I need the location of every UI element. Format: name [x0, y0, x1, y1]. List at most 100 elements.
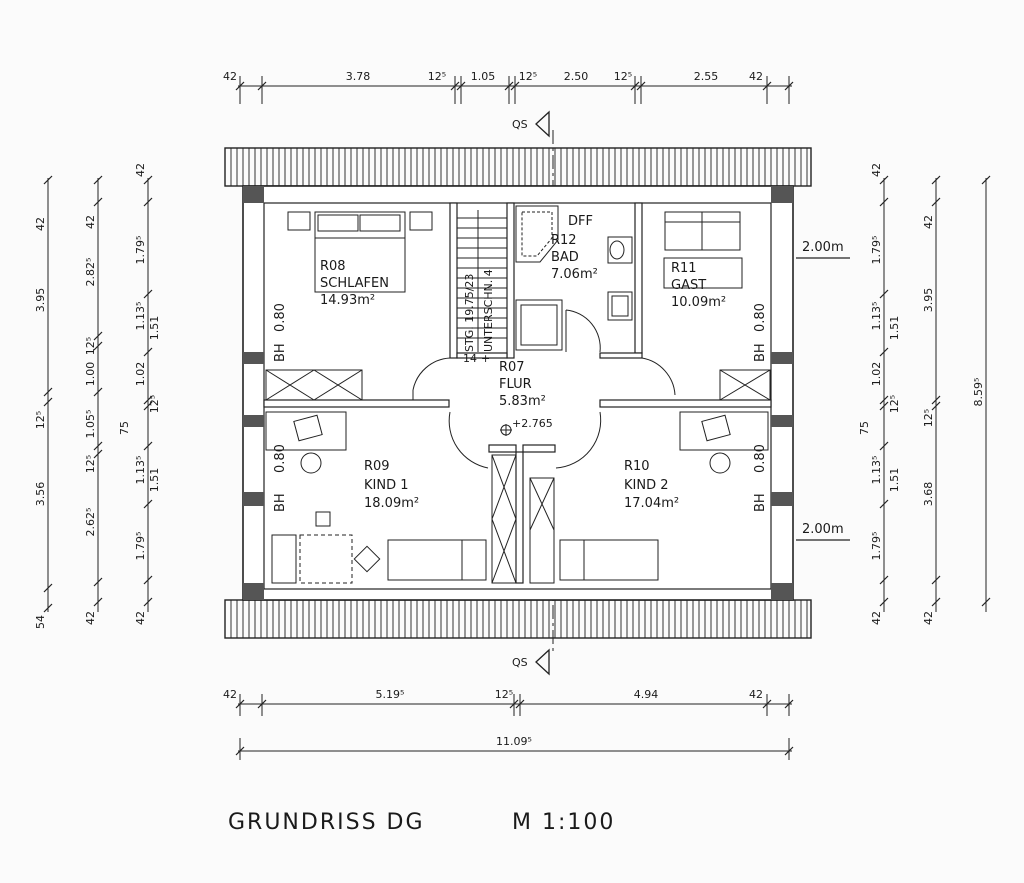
top-dim-5: 12⁵ — [519, 70, 537, 83]
drawing-title: GRUNDRISS DG — [228, 810, 425, 835]
drawing-scale: M 1:100 — [512, 810, 615, 835]
left-mid-5: 1.05⁵ — [84, 410, 97, 439]
room-r07-id: R07 — [499, 360, 525, 375]
bottom-dim-5: 42 — [749, 688, 763, 701]
right-inner-4: 1.51 — [888, 316, 901, 341]
top-dim-7: 12⁵ — [614, 70, 632, 83]
desk-r10-icon — [679, 411, 769, 451]
right-inner-8: 1.13⁵ — [870, 456, 883, 485]
top-dim-4: 1.05 — [471, 70, 496, 83]
room-r10-id: R10 — [624, 459, 650, 474]
left-inner-3: 1.13⁵ — [134, 302, 147, 331]
right-inner-2: 1.79⁵ — [870, 236, 883, 265]
top-dimension-chain: 42 3.78 12⁵ 1.05 12⁵ 2.50 12⁵ 2.55 42 — [223, 70, 794, 104]
room-labels: R08 SCHLAFEN 14.93m² DFF R12 BAD 7.06m² … — [320, 214, 726, 511]
right-inner-11: 42 — [870, 611, 883, 625]
roof-eave-bottom — [224, 599, 812, 639]
stair-plus: + — [481, 352, 490, 365]
top-dim-1: 42 — [223, 70, 237, 83]
left-mid-7: 2.62⁵ — [84, 508, 97, 537]
bh-label-r10: BH — [753, 493, 768, 512]
room-r11-id: R11 — [671, 261, 697, 276]
left-inner-2: 1.79⁵ — [134, 236, 147, 265]
left-dimension-inner: 42 1.79⁵ 1.13⁵ 1.51 1.02 12⁵ 75 1.13⁵ 1.… — [118, 163, 161, 625]
left-mid-2: 2.82⁵ — [84, 258, 97, 287]
left-mid-4: 1.00 — [84, 362, 97, 387]
left-outer-1: 42 — [34, 217, 47, 231]
bath-fixtures — [515, 205, 633, 351]
left-outer-4: 3.56 — [34, 482, 47, 507]
right-outer-1: 8.59⁵ — [972, 378, 985, 407]
bh-height-r09: 0.80 — [273, 444, 288, 473]
top-dim-8: 2.55 — [694, 70, 719, 83]
top-dim-9: 42 — [749, 70, 763, 83]
left-inner-6: 12⁵ — [148, 395, 161, 413]
right-mid-3: 12⁵ — [922, 409, 935, 427]
left-inner-7: 75 — [118, 421, 131, 435]
right-mid-5: 42 — [922, 611, 935, 625]
bh-label-r08: BH — [273, 343, 288, 362]
left-dimension-outer: 42 3.95 12⁵ 3.56 54 — [34, 175, 53, 629]
bh-height-r11: 0.80 — [753, 303, 768, 332]
bottom-dimension-chain: 42 5.19⁵ 12⁵ 4.94 42 — [223, 688, 794, 716]
sink-icon — [607, 291, 633, 321]
bottom-total-dimension: 11.09⁵ — [235, 735, 794, 760]
room-r11-area: 10.09m² — [671, 295, 726, 310]
double-bed-icon — [314, 211, 406, 293]
right-inner-6: 12⁵ — [888, 395, 901, 413]
left-outer-2: 3.95 — [34, 288, 47, 313]
room-r12-name: BAD — [551, 250, 579, 265]
stair-count: 14 — [463, 352, 477, 365]
bottom-dim-3: 12⁵ — [495, 688, 513, 701]
room-r12-area: 7.06m² — [551, 267, 598, 282]
room-r10-name: KIND 2 — [624, 478, 669, 493]
bathtub-icon — [515, 205, 559, 263]
bottom-dim-1: 42 — [223, 688, 237, 701]
section-label-top: QS — [512, 118, 528, 131]
top-dim-3: 12⁵ — [428, 70, 446, 83]
right-dimension-mid: 42 3.95 12⁵ 3.68 42 — [922, 175, 941, 625]
room-r09-area: 18.09m² — [364, 496, 419, 511]
desk-r09-icon — [265, 411, 347, 451]
top-dim-6: 2.50 — [564, 70, 589, 83]
right-mid-4: 3.68 — [922, 482, 935, 507]
bh-height-r10: 0.80 — [753, 444, 768, 473]
room-r09-id: R09 — [364, 459, 390, 474]
bh-label-r09: BH — [273, 493, 288, 512]
room-r10-area: 17.04m² — [624, 496, 679, 511]
left-inner-9: 1.51 — [148, 468, 161, 493]
right-mid-1: 42 — [922, 215, 935, 229]
toilet-icon — [607, 236, 633, 264]
room-r09-name: KIND 1 — [364, 478, 409, 493]
right-inner-7: 75 — [858, 421, 871, 435]
left-inner-5: 1.02 — [134, 362, 147, 387]
height-marker-top: 2.00m — [802, 240, 844, 255]
shower-icon — [515, 299, 563, 351]
room-r08-name: SCHLAFEN — [320, 276, 389, 291]
height-markers: 2.00m 2.00m — [796, 240, 850, 541]
level-marker-label: +2.765 — [512, 417, 553, 430]
window-label: DFF — [568, 214, 593, 229]
left-inner-11: 42 — [134, 611, 147, 625]
left-mid-8: 42 — [84, 611, 97, 625]
right-inner-3: 1.13⁵ — [870, 302, 883, 331]
left-inner-8: 1.13⁵ — [134, 456, 147, 485]
staircase: STG. 19.75/23 UNTERSCHN. 4 14 + — [457, 210, 507, 365]
stair-sublabel: UNTERSCHN. 4 — [482, 269, 495, 352]
left-inner-1: 42 — [134, 163, 147, 177]
room-r12-id: R12 — [551, 233, 577, 248]
left-outer-5: 54 — [34, 615, 47, 629]
bottom-dim-4: 4.94 — [634, 688, 659, 701]
left-mid-3: 12⁵ — [84, 337, 97, 355]
bottom-dim-2: 5.19⁵ — [376, 688, 405, 701]
left-inner-10: 1.79⁵ — [134, 532, 147, 561]
right-mid-2: 3.95 — [922, 288, 935, 313]
right-inner-1: 42 — [870, 163, 883, 177]
right-dimension-inner: 42 1.79⁵ 1.13⁵ 1.51 1.02 12⁵ 75 1.13⁵ 1.… — [858, 163, 901, 625]
right-inner-5: 1.02 — [870, 362, 883, 387]
level-marker: +2.765 — [500, 417, 553, 436]
stair-label: STG. 19.75/23 — [463, 274, 476, 352]
roof-eave-top — [224, 147, 812, 187]
